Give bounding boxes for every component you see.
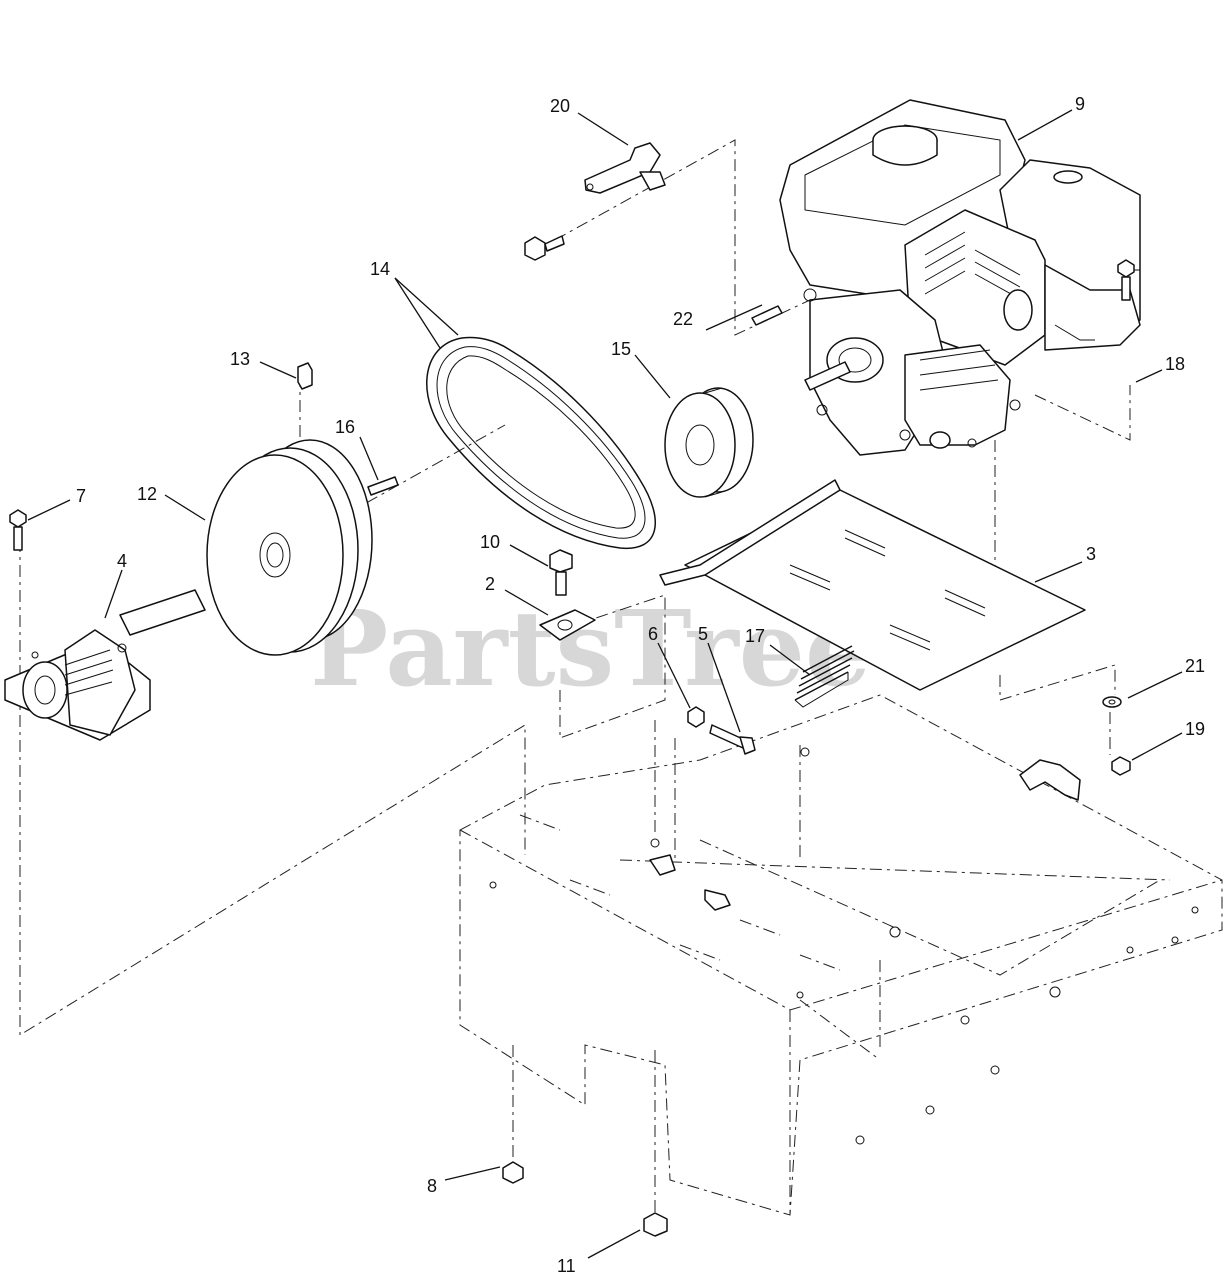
setscrew <box>297 362 313 390</box>
callout-4: 4 <box>117 551 127 571</box>
bolt-5 <box>709 724 756 755</box>
idler-plate <box>659 479 1086 691</box>
leader-lines <box>27 109 1183 1259</box>
bolt-18 <box>1117 259 1135 301</box>
bolt-7 <box>9 509 27 551</box>
throttle-bracket <box>584 142 666 194</box>
engine <box>779 99 1141 456</box>
callout-19: 19 <box>1185 719 1205 739</box>
callouts: 20 9 14 22 15 18 13 16 7 12 4 10 3 2 6 5… <box>76 94 1205 1276</box>
callout-7: 7 <box>76 486 86 506</box>
callout-14: 14 <box>370 259 390 279</box>
frame <box>459 694 1223 1216</box>
callout-13: 13 <box>230 349 250 369</box>
nut-8 <box>502 1161 524 1184</box>
nut-6 <box>687 706 705 728</box>
drive-belt <box>426 336 656 549</box>
callout-10: 10 <box>480 532 500 552</box>
callout-20: 20 <box>550 96 570 116</box>
nut-19 <box>1111 756 1131 776</box>
spring <box>794 645 855 708</box>
nut-11 <box>643 1212 668 1237</box>
callout-12: 12 <box>137 484 157 504</box>
callout-3: 3 <box>1086 544 1096 564</box>
callout-9: 9 <box>1075 94 1085 114</box>
callout-5: 5 <box>698 624 708 644</box>
callout-21: 21 <box>1185 656 1205 676</box>
callout-2: 2 <box>485 574 495 594</box>
engine-pulley <box>664 387 754 498</box>
idler-bracket <box>539 609 596 641</box>
driven-pulley <box>206 439 373 656</box>
callout-22: 22 <box>673 309 693 329</box>
callout-6: 6 <box>648 624 658 644</box>
callout-15: 15 <box>611 339 631 359</box>
callout-17: 17 <box>745 626 765 646</box>
callout-11: 11 <box>557 1256 576 1276</box>
callout-8: 8 <box>427 1176 437 1196</box>
washer-21 <box>1102 696 1122 708</box>
engine-key <box>751 305 783 326</box>
bearing-assembly <box>4 589 206 741</box>
pulley-key <box>367 476 399 496</box>
bolt-10 <box>549 549 573 596</box>
bracket-bolt <box>524 235 565 261</box>
callout-16: 16 <box>335 417 355 437</box>
callout-18: 18 <box>1165 354 1185 374</box>
